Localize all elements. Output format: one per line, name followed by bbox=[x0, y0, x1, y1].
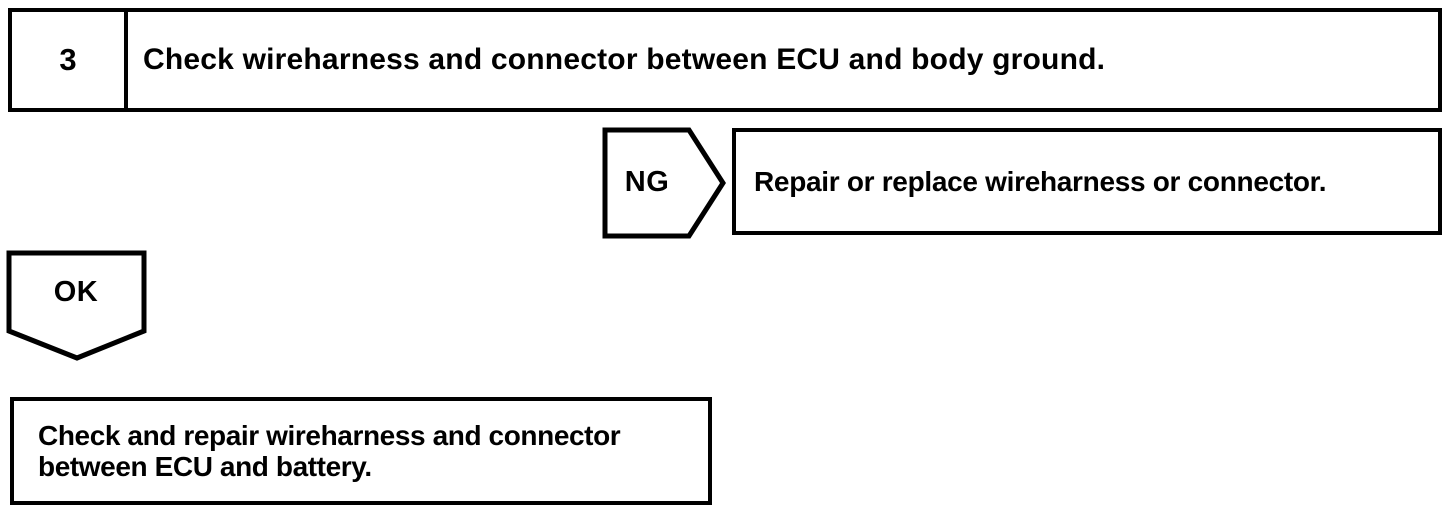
ng-action-box: Repair or replace wireharness or connect… bbox=[732, 128, 1442, 235]
ok-label: OK bbox=[53, 275, 99, 308]
ok-pentagon-icon bbox=[6, 250, 147, 361]
ng-label: NG bbox=[624, 166, 670, 198]
step-instruction: Check wireharness and connector between … bbox=[143, 43, 1106, 76]
ng-action-text: Repair or replace wireharness or connect… bbox=[754, 165, 1327, 197]
ok-action-line-1: Check and repair wireharness and connect… bbox=[38, 420, 621, 451]
ng-pentagon-icon bbox=[602, 127, 726, 239]
ok-action-box: Check and repair wireharness and connect… bbox=[10, 397, 712, 505]
ok-action-line-2: between ECU and battery. bbox=[38, 451, 372, 482]
step-number: 3 bbox=[59, 42, 77, 77]
step-box: 3 Check wireharness and connector betwee… bbox=[8, 8, 1442, 112]
step-number-cell: 3 bbox=[12, 12, 128, 108]
